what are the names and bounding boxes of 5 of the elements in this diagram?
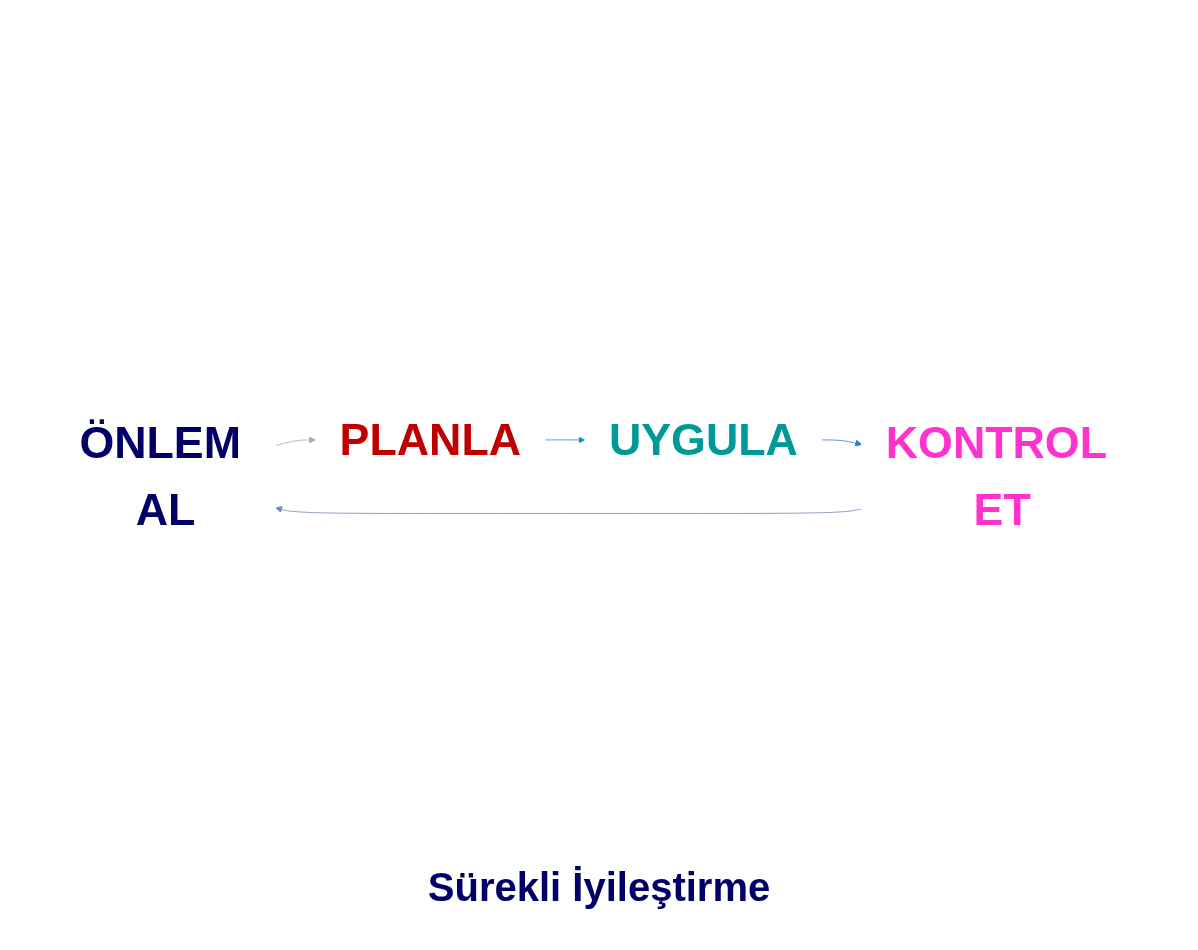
node-text: PLANLA — [339, 414, 522, 465]
node-text: ÖNLEM AL — [79, 417, 241, 535]
node-text: KONTROL ET — [885, 417, 1107, 535]
center-label: Sürekli İyileştirme — [426, 865, 772, 910]
node-text: UYGULA — [608, 414, 798, 465]
